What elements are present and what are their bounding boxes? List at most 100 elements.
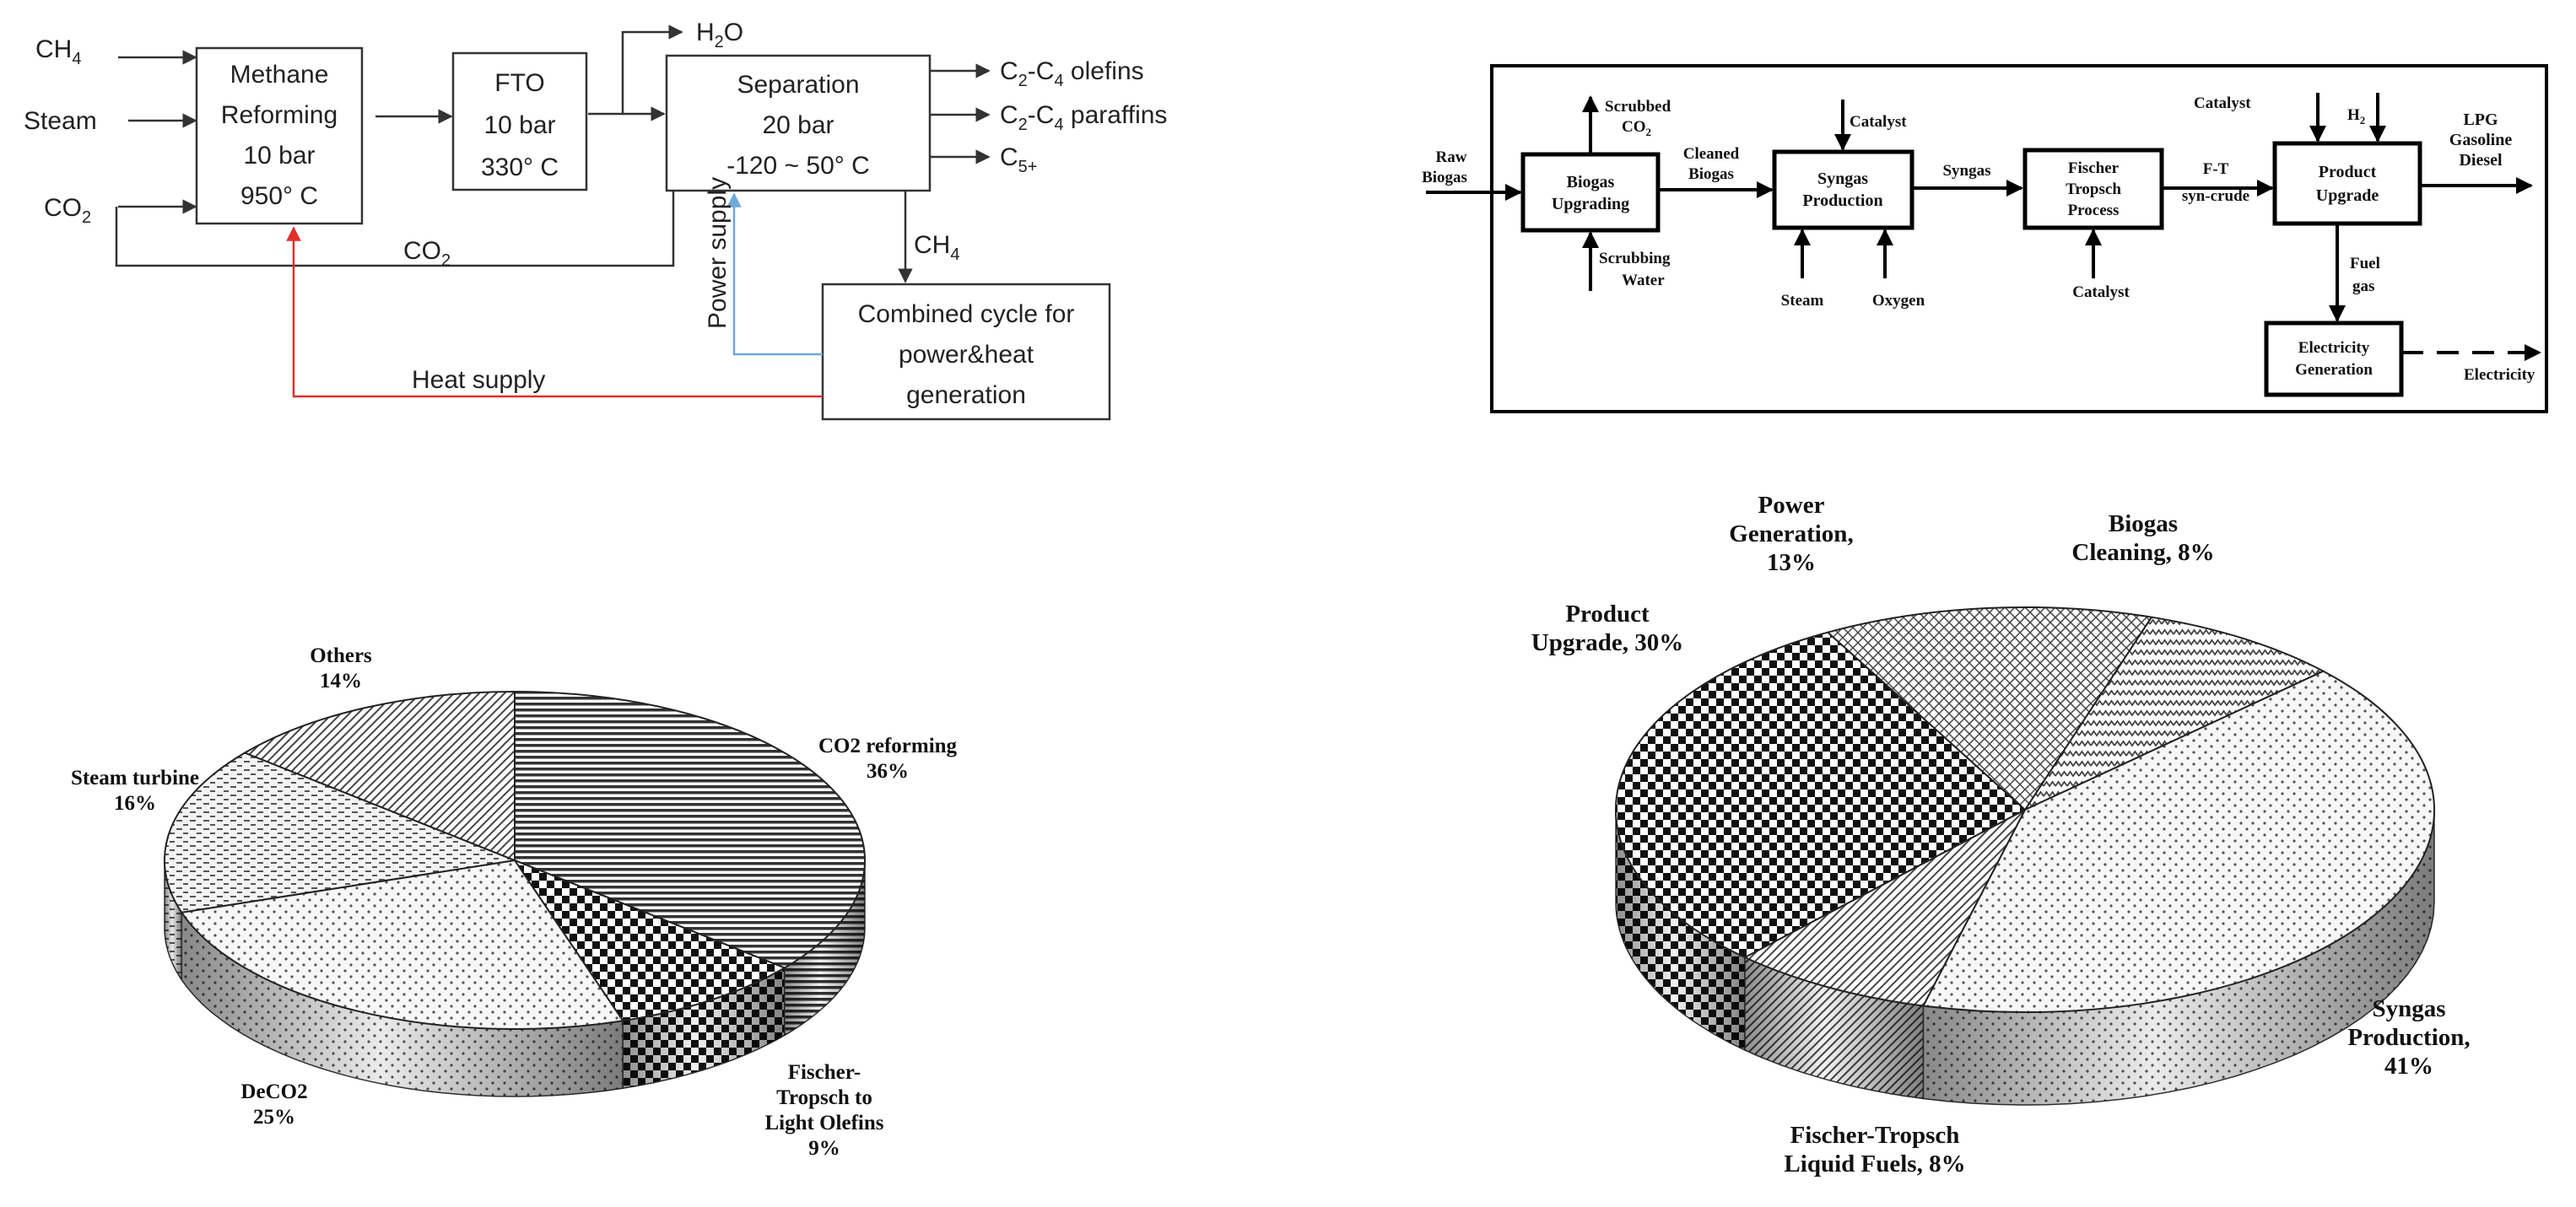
h2o-label: H2O	[696, 19, 743, 51]
reforming-line-3: 10 bar	[243, 142, 315, 170]
biogas-diagram-frame	[1490, 64, 2548, 413]
h2-label: H2	[2347, 106, 2365, 127]
fto-box	[451, 51, 588, 191]
pie-side-shade-1-0	[623, 967, 785, 1089]
catalyst-upgrade-label: Catalyst	[2194, 94, 2251, 112]
input-co2: CO2	[44, 194, 91, 227]
ft-process-line-1: Fischer	[2068, 159, 2120, 177]
products-line-3: Diesel	[2459, 151, 2503, 170]
reforming-line-4: 950° C	[240, 182, 318, 210]
pie-side-shade-0-0	[784, 860, 865, 1036]
pie-slice-0	[2022, 616, 2325, 812]
scrubbing-water-line-2: Water	[1622, 272, 1665, 289]
syngas-label: Syngas	[1942, 162, 1990, 180]
output-paraffins: C2-C4 paraffins	[1000, 101, 1167, 134]
separation-line-3: -120 ~ 50° C	[726, 152, 870, 180]
output-olefins: C2-C4 olefins	[1000, 57, 1144, 90]
oxygen-label: Oxygen	[1872, 292, 1925, 310]
reforming-line-1: Methane	[230, 61, 329, 89]
electricity-generation-box	[2264, 321, 2404, 397]
pie-slice-1	[512, 858, 787, 1022]
scrubbing-water-line-1: Scrubbing	[1599, 250, 1671, 267]
cleaned-biogas-line-2: Biogas	[1688, 165, 1734, 183]
process-diagram-biogas: Raw Biogas Biogas Upgrading Scrubbed CO2…	[1422, 64, 2548, 413]
syngas-production-line-2: Production	[1802, 191, 1882, 210]
separation-line-1: Separation	[737, 71, 859, 99]
output-c5: C5+	[1000, 143, 1037, 176]
ft-crude-line-1: F-T	[2203, 160, 2229, 178]
fto-line-1: FTO	[494, 69, 544, 97]
power-supply-line	[726, 192, 823, 356]
product-upgrade-line-2: Upgrade	[2316, 186, 2379, 205]
pie-slice-1	[1921, 670, 2436, 1014]
heat-supply-label: Heat supply	[412, 366, 545, 394]
pie-chart-biogas-cost	[1614, 606, 2436, 1106]
ft-process-line-2: Tropsch	[2066, 181, 2121, 198]
combined-cycle-box	[821, 283, 1111, 421]
raw-biogas-line-1: Raw	[1436, 148, 1467, 166]
ft-process-line-3: Process	[2068, 202, 2120, 219]
pie-side-shade-2-0	[181, 912, 624, 1097]
raw-biogas-line-2: Biogas	[1422, 169, 1467, 186]
pie-slice-4	[1826, 606, 2153, 811]
product-upgrade-line-1: Product	[2319, 163, 2377, 181]
syngas-production-line-1: Syngas	[1817, 170, 1868, 188]
fto-line-2: 10 bar	[483, 111, 555, 139]
biogas-upgrading-box	[1520, 152, 1661, 233]
catalyst-top-label: Catalyst	[1850, 113, 1907, 131]
pie-side-shade-3-0	[1616, 810, 1745, 1050]
cleaned-biogas-line-1: Cleaned	[1683, 145, 1740, 163]
products-line-2: Gasoline	[2449, 131, 2513, 149]
catalyst-bottom-label: Catalyst	[2072, 283, 2130, 301]
pie-slice-4	[242, 690, 516, 862]
fuel-gas-line-1: Fuel	[2350, 255, 2380, 272]
products-line-1: LPG	[2463, 110, 2498, 129]
pie-slice-3	[163, 752, 518, 913]
fto-line-3: 330° C	[481, 154, 559, 181]
pie-side-shade-3-0	[165, 860, 182, 980]
co2-recycle-label: CO2	[403, 237, 451, 270]
power-supply-label: Power supply	[704, 177, 732, 329]
co2-recycle-line	[115, 191, 675, 267]
separation-line-2: 20 bar	[762, 111, 834, 139]
combined-line-2: power&heat	[899, 341, 1034, 369]
separation-box	[665, 54, 932, 192]
pie-slice-2	[180, 859, 624, 1030]
process-diagram-olefins: CH4 Steam CO2 Methane Reforming 10 bar 9…	[24, 19, 1167, 421]
pie-slice-3	[1614, 631, 2027, 959]
product-upgrade-box	[2272, 141, 2422, 226]
syngas-production-box	[1772, 149, 1914, 230]
scrubbed-co2-line-2: CO2	[1622, 118, 1651, 138]
fuel-gas-line-2: gas	[2352, 278, 2374, 295]
upgrading-line-1: Biogas	[1567, 173, 1615, 191]
steam-label: Steam	[1781, 292, 1824, 310]
reforming-line-2: Reforming	[221, 101, 338, 129]
combined-line-1: Combined cycle for	[858, 300, 1075, 328]
input-steam: Steam	[24, 107, 97, 135]
pie-side-shade-2-0	[1745, 957, 1924, 1099]
methane-reforming-box	[195, 46, 364, 225]
input-ch4: CH4	[35, 35, 81, 68]
electricity-generation-line-2: Generation	[2295, 361, 2373, 379]
electricity-label: Electricity	[2464, 366, 2535, 384]
pie-slice-0	[514, 690, 867, 969]
combined-line-3: generation	[906, 381, 1026, 409]
ch4-output-label: CH4	[914, 231, 959, 264]
pie-chart-olefins-cost	[163, 690, 867, 1097]
scrubbed-co2-line-1: Scrubbed	[1605, 98, 1671, 116]
upgrading-line-2: Upgrading	[1552, 195, 1629, 213]
ft-crude-line-2: syn-crude	[2182, 187, 2249, 205]
pie-slice-2	[1742, 807, 2028, 1007]
